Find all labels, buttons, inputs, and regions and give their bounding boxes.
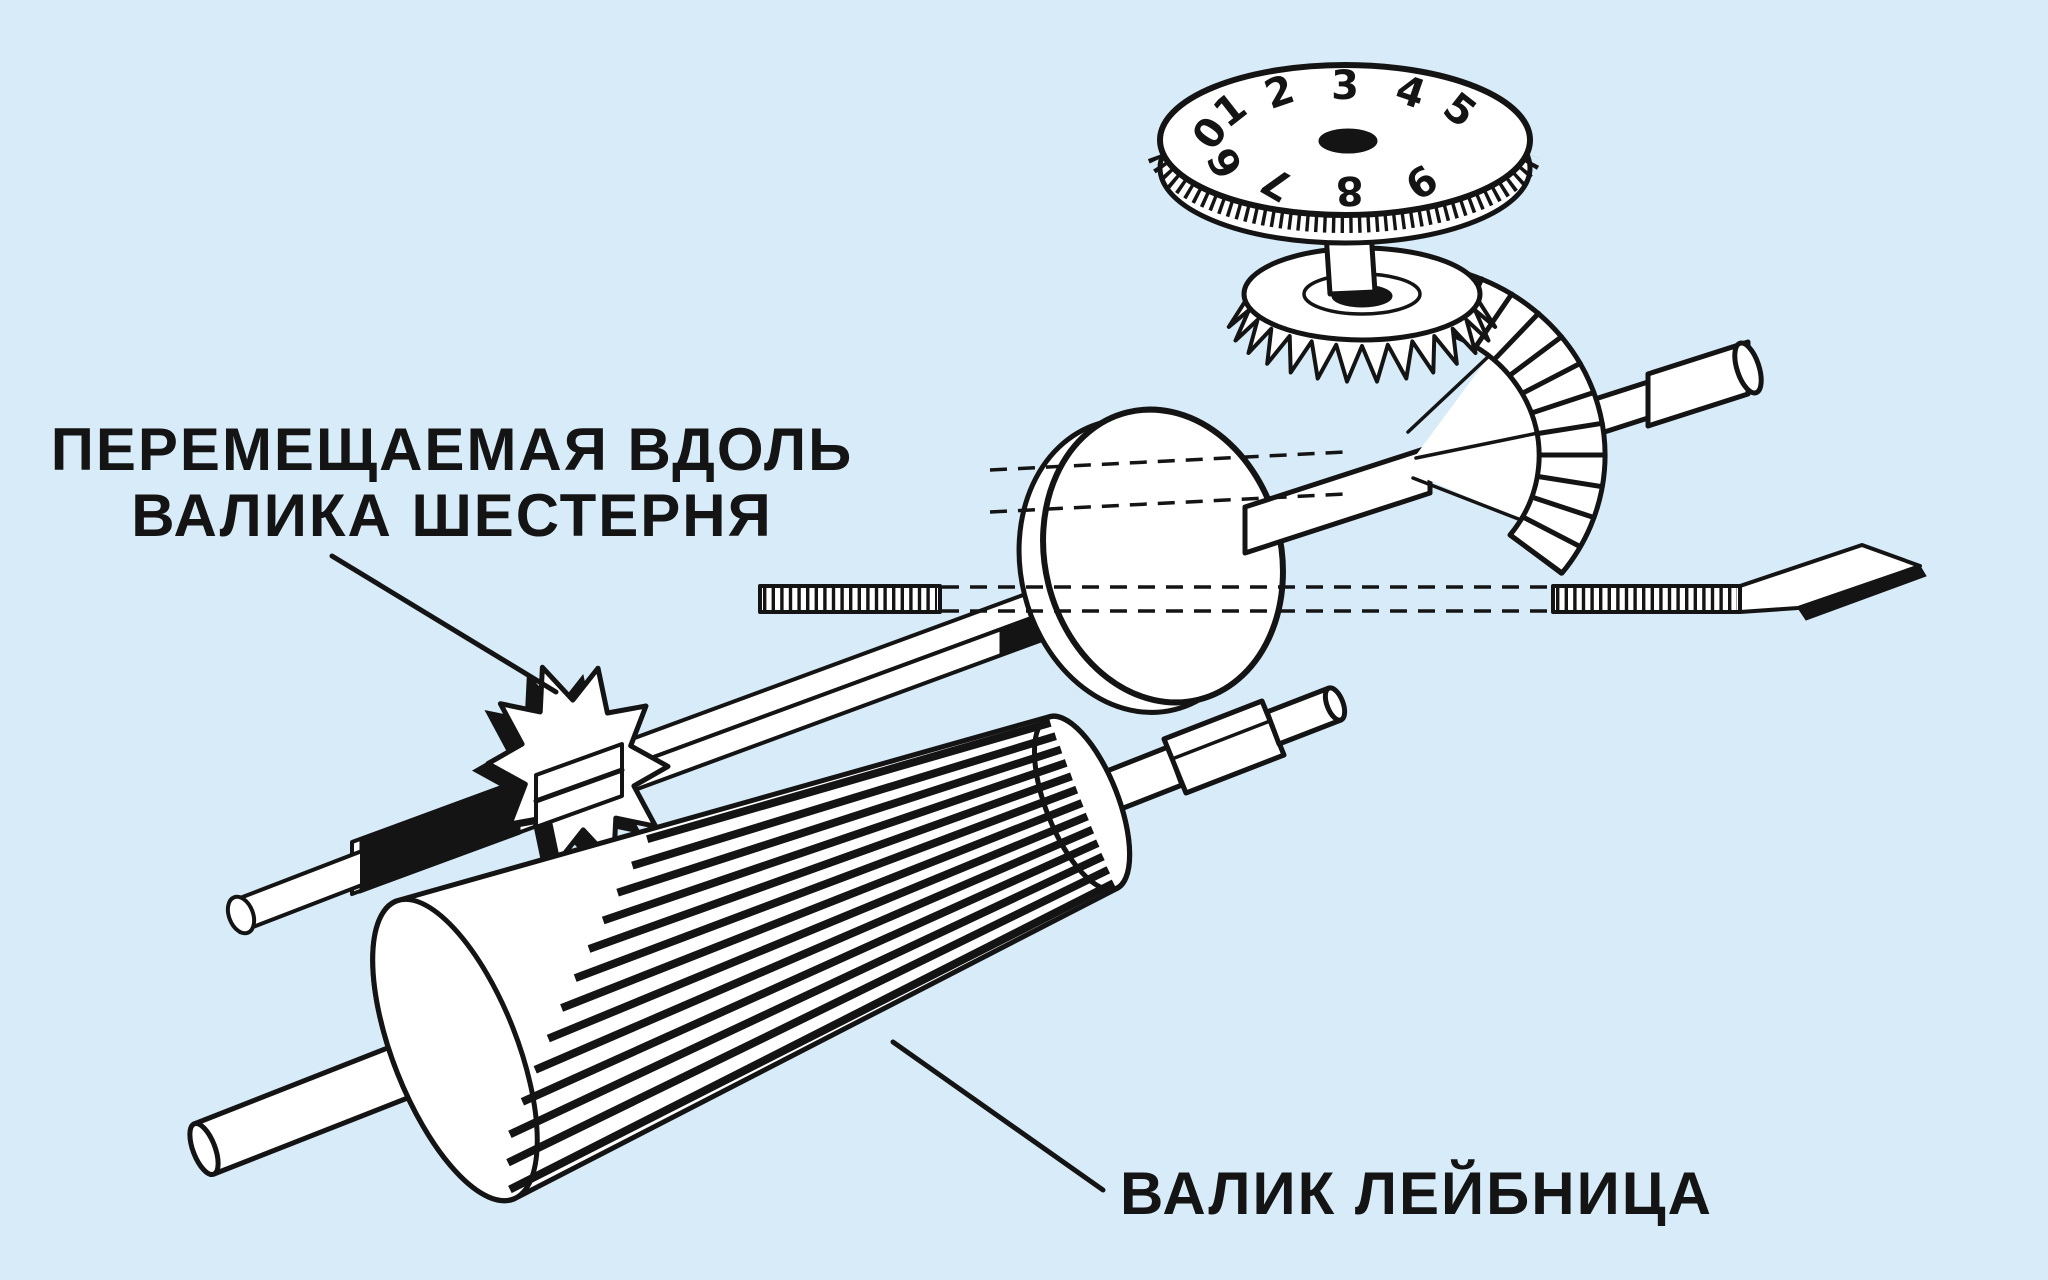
- leibniz-drum: [187, 685, 1348, 1204]
- drum-right-block-ridge: [1170, 719, 1272, 761]
- shaft-hidden-edge: [989, 450, 1346, 472]
- drum-rib: [508, 852, 1105, 1139]
- drum-right-block: [1161, 698, 1287, 796]
- bevel-gear-tooth: [1535, 420, 1605, 436]
- drum-rib: [587, 772, 1073, 953]
- shaft-right-tip-cap: [1732, 340, 1764, 396]
- flange-disc: [1016, 406, 1286, 715]
- annotations: ПЕРЕМЕЩАЕМАЯ ВДОЛЬ ВАЛИКА ШЕСТЕРНЯ ВАЛИК…: [51, 416, 1713, 1227]
- pinion-gear: [471, 664, 671, 871]
- bevel-cone-line: [1406, 353, 1492, 434]
- bevel-gear-tooth: [1520, 514, 1583, 550]
- leader-line-leibniz-drum: [890, 1039, 1106, 1193]
- drum-rib: [573, 785, 1079, 982]
- plate-end-face: [1797, 565, 1927, 621]
- drum-rib: [520, 839, 1100, 1106]
- pinion-hub-ridge: [533, 767, 625, 804]
- bevel-gear-tooth: [1473, 291, 1515, 349]
- bevel-gear-tooth: [1529, 390, 1597, 416]
- bevel-cone-face: [1405, 355, 1541, 520]
- dial-digit-3: 3: [1331, 63, 1359, 109]
- drum-rib: [601, 759, 1068, 925]
- bevel-gear-tooth: [1507, 334, 1564, 378]
- shaft-left-tip: [238, 849, 364, 934]
- shaft-right-tip: [1645, 339, 1751, 429]
- carriage-plate: [758, 543, 1927, 621]
- drum-rib: [506, 866, 1111, 1167]
- bevel-cone-line: [1414, 431, 1540, 460]
- dial-digit-8: 8: [1335, 167, 1364, 214]
- bevel-gear-tooth: [1520, 360, 1583, 396]
- drum-rib: [631, 732, 1057, 870]
- bevel-gear-tooth: [1507, 532, 1564, 576]
- drum-left-cap: [370, 896, 540, 1204]
- label-movable-gear-line1: ПЕРЕМЕЩАЕМАЯ ВДОЛЬ: [51, 416, 853, 483]
- shaft-disc-to-bevel: [1242, 444, 1433, 556]
- bevel-gear-tooth: [1492, 310, 1541, 362]
- drum-rib: [546, 812, 1089, 1043]
- disc-front: [1040, 406, 1286, 706]
- label-leibniz-drum: ВАЛИК ЛЕЙБНИЦА: [1120, 1160, 1713, 1227]
- drum-left-shaft-cap: [187, 1120, 221, 1178]
- bevel-gear-tooth: [1535, 474, 1605, 490]
- drum-stepped-teeth: [506, 718, 1116, 1194]
- dial-center-hole: [1318, 128, 1378, 154]
- bevel-tooth-band: [1379, 260, 1608, 576]
- label-movable-gear-line2: ВАЛИКА ШЕСТЕРНЯ: [131, 482, 773, 549]
- drum-right-tip-cap: [1322, 685, 1348, 723]
- bevel-cone-line: [1411, 476, 1523, 522]
- hidden-edges: [942, 450, 1552, 613]
- drum-rib: [646, 718, 1052, 844]
- drum-rib: [616, 745, 1063, 897]
- drum-rib: [533, 826, 1095, 1074]
- shaft-left-tip-cap: [225, 894, 257, 936]
- shaft-hidden-edge: [989, 492, 1346, 514]
- leader-line-movable-gear: [329, 553, 559, 695]
- drum-rib: [560, 799, 1084, 1012]
- drum-rib: [508, 879, 1116, 1194]
- bevel-gear-tooth: [1529, 494, 1597, 520]
